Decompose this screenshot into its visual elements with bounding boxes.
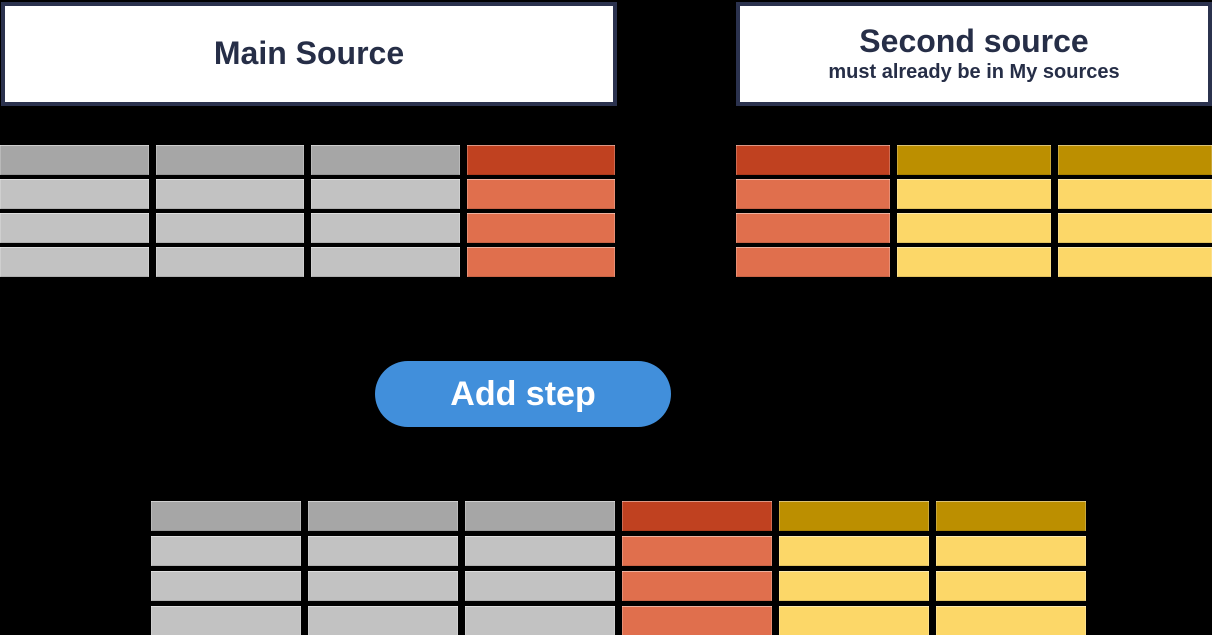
header-cell-gray — [0, 145, 149, 175]
row-cell-red — [736, 179, 890, 209]
header-cell-gold — [1058, 145, 1212, 175]
header-cell-gray — [151, 501, 301, 531]
header-cell-red — [466, 145, 615, 175]
row-cell-gray — [465, 571, 615, 601]
row-cell-gray — [308, 606, 458, 635]
row-cell-gold — [779, 606, 929, 635]
second-source-title: Second source — [859, 22, 1089, 59]
add-step-button-label: Add step — [450, 374, 596, 413]
row-cell-gray — [0, 213, 149, 243]
main-source-table — [0, 145, 615, 277]
result-joined-table — [151, 501, 1086, 635]
row-cell-gray — [308, 571, 458, 601]
row-cell-red — [736, 213, 890, 243]
row-cell-gold — [1058, 179, 1212, 209]
row-cell-red — [622, 536, 772, 566]
second-source-table — [736, 145, 1212, 277]
add-step-button[interactable]: Add step — [375, 361, 671, 427]
row-cell-gray — [308, 536, 458, 566]
row-cell-red — [466, 213, 615, 243]
header-cell-red — [736, 145, 890, 175]
header-cell-gold — [897, 145, 1051, 175]
row-cell-red — [622, 606, 772, 635]
row-cell-gold — [779, 536, 929, 566]
row-cell-gray — [311, 179, 460, 209]
row-cell-gray — [151, 606, 301, 635]
row-cell-gold — [897, 213, 1051, 243]
row-cell-red — [736, 247, 890, 277]
row-cell-gray — [151, 536, 301, 566]
row-cell-gray — [311, 247, 460, 277]
row-cell-gold — [936, 606, 1086, 635]
row-cell-red — [622, 571, 772, 601]
row-cell-gold — [897, 247, 1051, 277]
row-cell-gray — [465, 536, 615, 566]
header-cell-gray — [155, 145, 304, 175]
row-cell-gray — [155, 213, 304, 243]
header-cell-gray — [308, 501, 458, 531]
row-cell-gray — [311, 213, 460, 243]
row-cell-gold — [779, 571, 929, 601]
row-cell-red — [466, 247, 615, 277]
row-cell-gray — [0, 179, 149, 209]
row-cell-gold — [1058, 213, 1212, 243]
row-cell-gray — [155, 247, 304, 277]
header-cell-gray — [465, 501, 615, 531]
header-cell-red — [622, 501, 772, 531]
main-source-title: Main Source — [213, 35, 405, 72]
main-source-label-box: Main Source — [1, 2, 617, 106]
row-cell-gray — [155, 179, 304, 209]
row-cell-gray — [0, 247, 149, 277]
second-source-subtitle: must already be in My sources — [828, 61, 1120, 84]
row-cell-gold — [897, 179, 1051, 209]
row-cell-gray — [465, 606, 615, 635]
row-cell-gold — [936, 571, 1086, 601]
row-cell-gold — [936, 536, 1086, 566]
header-cell-gold — [779, 501, 929, 531]
row-cell-red — [466, 179, 615, 209]
second-source-label-box: Second source must already be in My sour… — [736, 2, 1212, 106]
row-cell-gray — [151, 571, 301, 601]
header-cell-gold — [936, 501, 1086, 531]
row-cell-gold — [1058, 247, 1212, 277]
header-cell-gray — [311, 145, 460, 175]
